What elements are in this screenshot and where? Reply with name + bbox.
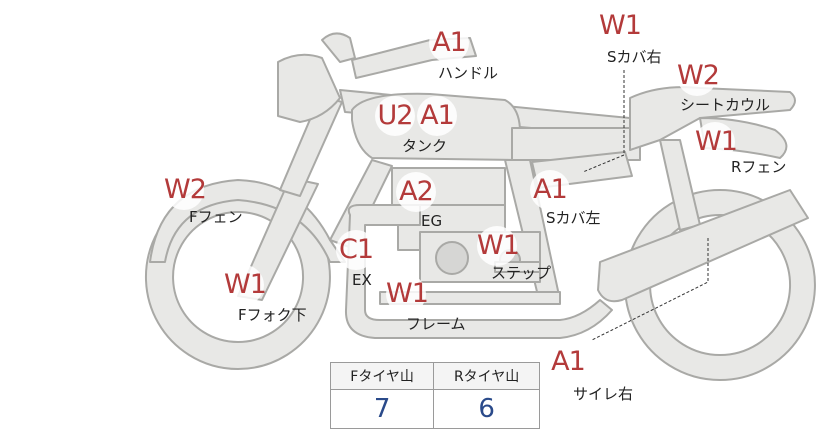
- engine-label: EG: [421, 212, 443, 230]
- tire-tread-value-row: 7 6: [329, 389, 540, 429]
- front-fender-grade-badge: W2: [164, 170, 207, 210]
- handle-grade-badge: A1: [429, 23, 469, 63]
- handlebar-shape: [321, 32, 356, 63]
- exhaust-shape: [344, 204, 613, 339]
- step-grade-badge: W1: [477, 226, 520, 266]
- step-shape: [494, 261, 541, 273]
- seat-cowl-shape: [629, 86, 796, 151]
- frame-grade-badge: W1: [386, 274, 429, 314]
- muffler-right-label: サイレ右: [573, 385, 634, 403]
- rear-fender-grade-badge: W1: [695, 122, 738, 162]
- side-cover-left-label: Sカバ左: [546, 209, 601, 227]
- tank-grade-badge-1: U2: [375, 96, 415, 136]
- side-cover-right-grade-badge: W1: [599, 6, 642, 46]
- headlight-shape: [277, 53, 341, 123]
- tire-tread-header-row: Fタイヤ山 Rタイヤ山: [329, 362, 540, 390]
- front-tire-tread-header: Fタイヤ山: [329, 362, 435, 390]
- frame-label: フレーム: [406, 315, 466, 333]
- rear-tire-tread-value: 6: [433, 389, 540, 429]
- rear-fender-label: Rフェン: [731, 158, 787, 176]
- tank-label: タンク: [402, 137, 448, 155]
- front-fork-grade-badge: W1: [224, 265, 267, 305]
- engine-grade-badge: A2: [396, 172, 436, 212]
- leader-lines: [582, 70, 709, 341]
- front-tire-tread-value: 7: [329, 389, 435, 429]
- step-label: ステップ: [491, 264, 552, 282]
- exhaust-grade-badge: C1: [336, 230, 376, 270]
- muffler-right-grade-badge: A1: [548, 342, 588, 382]
- tank-grade-badge-2: A1: [417, 96, 457, 136]
- seat-cowl-label: シートカウル: [680, 96, 771, 114]
- exhaust-label: EX: [352, 271, 372, 289]
- tire-tread-table: Fタイヤ山 Rタイヤ山 7 6: [329, 362, 540, 429]
- side-cover-left-grade-badge: A1: [530, 170, 570, 210]
- rear-tire-tread-header: Rタイヤ山: [433, 362, 540, 390]
- muffler-shape: [597, 189, 809, 303]
- handle-label: ハンドル: [438, 64, 499, 82]
- seat-cowl-grade-badge: W2: [677, 56, 720, 96]
- front-fork-label: Fフォク下: [238, 306, 307, 324]
- seat-shape: [511, 127, 641, 161]
- front-fender-label: Fフェン: [189, 208, 243, 226]
- side-cover-right-label: Sカバ右: [607, 48, 662, 66]
